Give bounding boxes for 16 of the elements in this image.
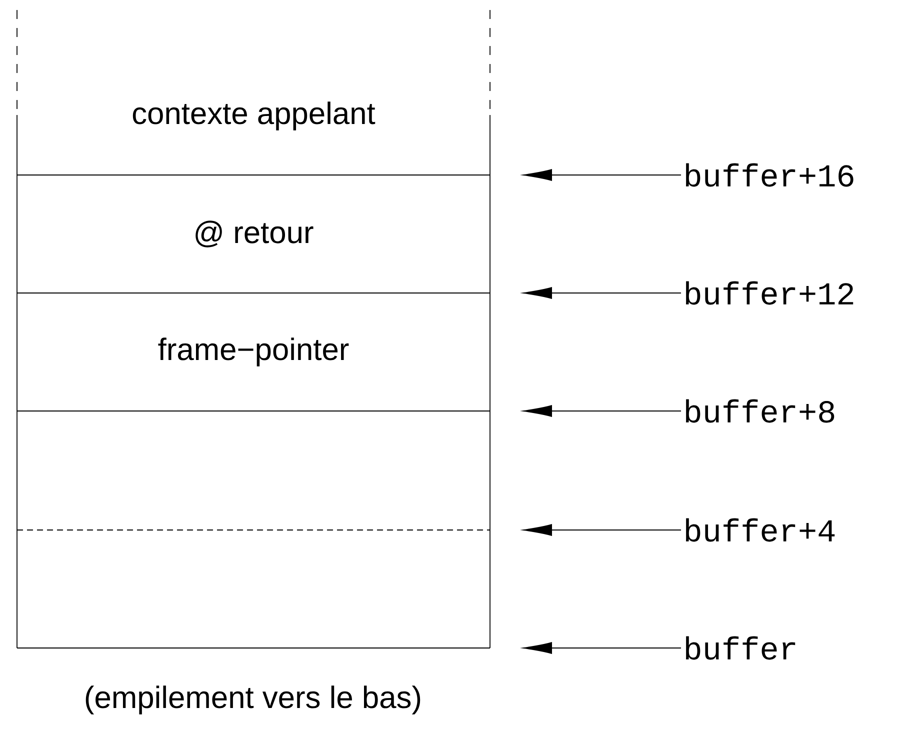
address-label: buffer+4 <box>686 518 835 542</box>
stack-cell: frame−pointer <box>16 292 490 412</box>
arrow <box>523 642 682 654</box>
address-label: buffer+8 <box>686 399 834 423</box>
arrow <box>523 169 682 181</box>
address-label: buffer+12 <box>686 281 854 305</box>
arrow <box>523 287 682 299</box>
arrow <box>523 405 682 417</box>
address-label: buffer+16 <box>686 163 854 187</box>
empty-stack-cell <box>16 530 490 648</box>
address-label: buffer <box>686 636 796 660</box>
arrow <box>523 524 682 536</box>
caption: (empilement vers le bas) <box>86 686 420 714</box>
stack-cell: @ retour <box>16 174 490 294</box>
stack-cell: contexte appelant <box>16 102 490 176</box>
empty-stack-cell <box>16 410 490 530</box>
